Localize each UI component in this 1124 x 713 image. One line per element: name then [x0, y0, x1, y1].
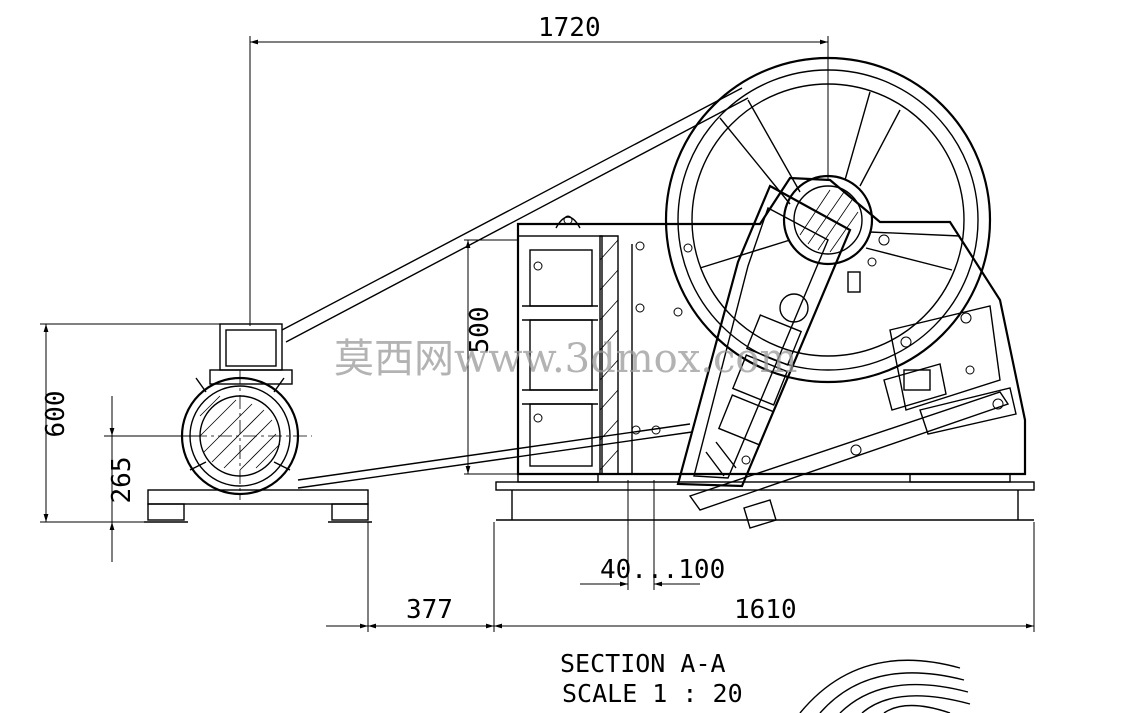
scale-label: SCALE 1 : 20 [562, 679, 743, 708]
toggle-assembly [688, 271, 1017, 529]
dim-feed-opening: 500 [465, 307, 495, 354]
dim-crusher-length: 1610 [734, 595, 797, 625]
crusher-base [495, 473, 1035, 521]
swing-jaw [676, 184, 852, 488]
watermark: 莫西网www.3dmox.com [334, 336, 797, 382]
dim-motor-offset: 377 [406, 595, 453, 625]
dim-motor-height: 600 [41, 391, 71, 438]
detail-view-fragment [799, 659, 971, 713]
dimension-lines [40, 36, 1035, 632]
dim-overall-length: 1720 [538, 13, 601, 43]
dim-discharge-range: 40...100 [600, 555, 725, 585]
v-belt [281, 87, 749, 489]
section-title: SECTION A-A [560, 649, 726, 678]
dim-shaft-height: 265 [107, 457, 137, 504]
electric-motor [144, 323, 372, 523]
crusher-frame [516, 176, 1027, 476]
